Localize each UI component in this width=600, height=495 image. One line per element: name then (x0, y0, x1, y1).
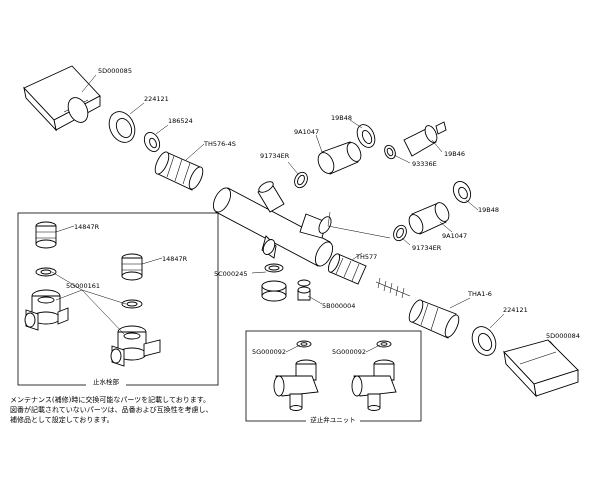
check-valve-unit-b (351, 359, 397, 411)
nipple-14847r-a (35, 221, 57, 249)
cartridge-th576-4s (154, 151, 204, 191)
elbow-9a1047-b (408, 202, 450, 235)
left-box-caption: 止水栓部 (93, 377, 120, 386)
nut-19b48-b (452, 181, 472, 203)
label-5b000004: 5B000004 (322, 302, 355, 310)
nut-19b48-a (356, 124, 376, 148)
label-5d000084: 5D000084 (546, 332, 580, 340)
cartridge-tha1-6 (408, 299, 460, 339)
label-th577: TH577 (355, 253, 377, 261)
plug-5b000004 (297, 279, 311, 301)
ring-224121-a (108, 111, 136, 143)
label-5c000245: 5C000245 (214, 270, 248, 278)
label-tha1-6: THA1-6 (467, 290, 492, 298)
label-th576-4s: TH576-4S (203, 140, 236, 148)
label-5g000161: 5G000161 (66, 282, 100, 290)
cap-5c000245 (261, 263, 287, 302)
nipple-14847r-b (121, 253, 143, 281)
washer-5g000092-a (296, 340, 312, 348)
label-19b48-b: 19B48 (478, 206, 499, 214)
footnote-line-3: 補修品として設定しております。 (10, 415, 114, 424)
label-5g000092-b: 5G000092 (332, 348, 366, 356)
stop-valve-body-left (24, 289, 69, 331)
valve-19b46 (403, 121, 447, 157)
elbow-9a1047-a (317, 141, 362, 175)
washer-left-a (35, 267, 57, 277)
right-box-caption-bg (306, 414, 360, 425)
label-224121-b: 224121 (503, 306, 528, 314)
label-186524: 186524 (168, 117, 193, 125)
label-224121-a: 224121 (144, 95, 169, 103)
main-body (212, 181, 334, 267)
check-valve-unit-a (273, 359, 319, 411)
ring-224121-b (471, 326, 497, 356)
label-91734er-b: 91734ER (412, 244, 442, 252)
label-19b46: 19B46 (444, 150, 465, 158)
washer-5g000092-b (376, 340, 392, 348)
leader-lines (51, 74, 557, 353)
handle-cover-5d000085 (23, 65, 101, 132)
label-9a1047-b: 9A1047 (442, 232, 467, 240)
footnote-line-1: メンテナンス(補修)時に交換可能なパーツを記載しております。 (10, 395, 210, 404)
label-5d000085: 5D000085 (98, 67, 132, 75)
stop-valve-body-right (110, 325, 161, 367)
label-19b48-a: 19B48 (331, 114, 352, 122)
footnote-line-2: 図番が記載されていないパーツは、品番および互換性を考慮し、 (10, 405, 213, 414)
label-5g000092-a: 5G000092 (252, 348, 286, 356)
label-9a1047-a: 9A1047 (294, 128, 319, 136)
oring-91734er-a (294, 171, 308, 189)
label-91734er-a: 91734ER (260, 152, 290, 160)
part-labels: 5D000085 224121 186524 TH576-4S 9A1047 1… (66, 67, 580, 356)
label-14847r-a: 14847R (74, 223, 100, 231)
washer-186524 (143, 132, 161, 152)
handle-cover-5d000084 (503, 339, 579, 398)
label-14847r-b: 14847R (162, 255, 188, 263)
filter-th577 (327, 253, 367, 285)
oring-93336e (384, 144, 396, 160)
washer-left-b (121, 299, 143, 309)
oring-91734er-b (393, 224, 407, 242)
right-box-caption: 逆止弁ユニット (310, 415, 356, 424)
label-93336e: 93336E (412, 160, 437, 168)
spring-th577 (375, 277, 411, 299)
footnote: メンテナンス(補修)時に交換可能なパーツを記載しております。 図番が記載されてい… (10, 395, 213, 424)
left-box-caption-bg (86, 376, 126, 387)
right-inset-box (245, 330, 422, 422)
